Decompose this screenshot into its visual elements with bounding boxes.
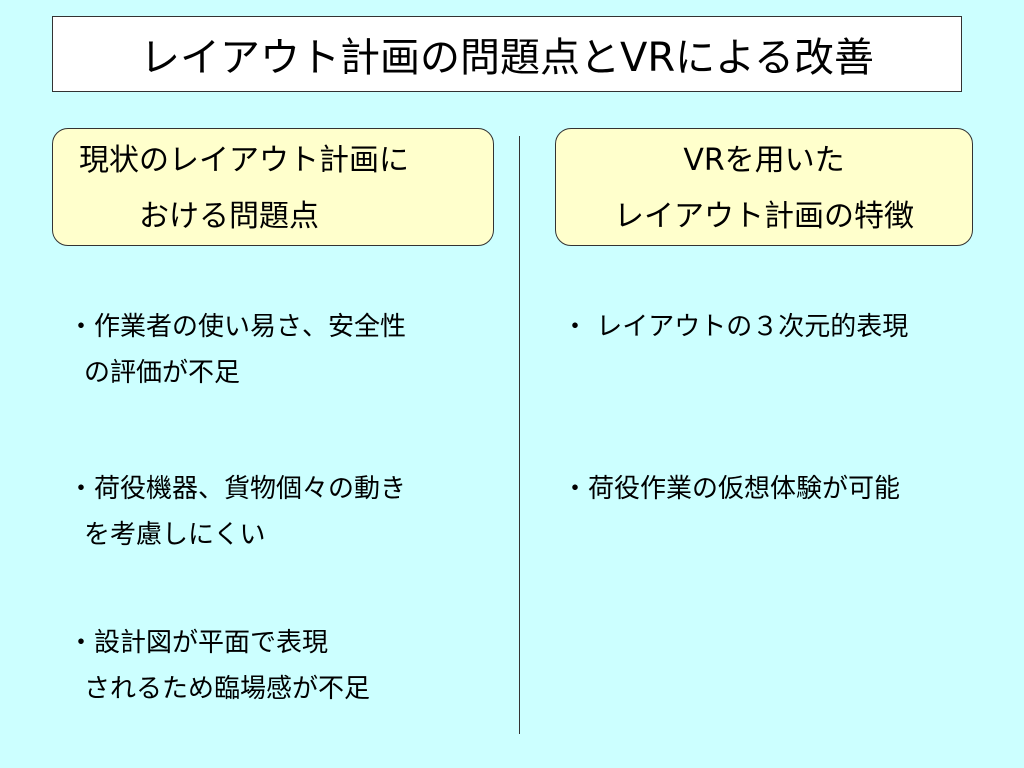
slide-title-text: レイアウト計画の問題点とVRによる改善 <box>140 35 874 81</box>
left-list-item: ・荷役機器、貨物個々の動き を考慮しにくい <box>68 466 406 558</box>
left-item-1-line2: の評価が不足 <box>84 358 241 388</box>
right-header-line2: レイアウト計画の特徴 <box>614 199 914 234</box>
right-item-1-line1: ・ レイアウトの３次元的表現 <box>562 312 909 342</box>
left-item-1-line1: ・作業者の使い易さ、安全性 <box>68 312 407 342</box>
left-column-header: 現状のレイアウト計画に おける問題点 <box>52 128 494 246</box>
left-item-2-line2: を考慮しにくい <box>84 520 266 550</box>
left-item-2-line1: ・荷役機器、貨物個々の動き <box>68 474 407 504</box>
left-list-item: ・設計図が平面で表現 されるため臨場感が不足 <box>68 620 370 712</box>
left-item-3-line1: ・設計図が平面で表現 <box>68 628 329 658</box>
left-header-line2: おける問題点 <box>139 199 319 234</box>
right-item-2-line1: ・荷役作業の仮想体験が可能 <box>562 474 901 504</box>
slide-title: レイアウト計画の問題点とVRによる改善 <box>52 16 962 92</box>
right-list-item: ・荷役作業の仮想体験が可能 <box>562 466 900 512</box>
right-column-header: VRを用いた レイアウト計画の特徴 <box>555 128 973 246</box>
column-divider <box>519 136 520 734</box>
left-item-3-line2: されるため臨場感が不足 <box>84 674 371 704</box>
left-header-line1: 現状のレイアウト計画に <box>79 143 409 178</box>
left-list-item: ・作業者の使い易さ、安全性 の評価が不足 <box>68 304 406 396</box>
right-list-item: ・ レイアウトの３次元的表現 <box>562 304 908 350</box>
right-header-line1: VRを用いた <box>683 143 845 178</box>
